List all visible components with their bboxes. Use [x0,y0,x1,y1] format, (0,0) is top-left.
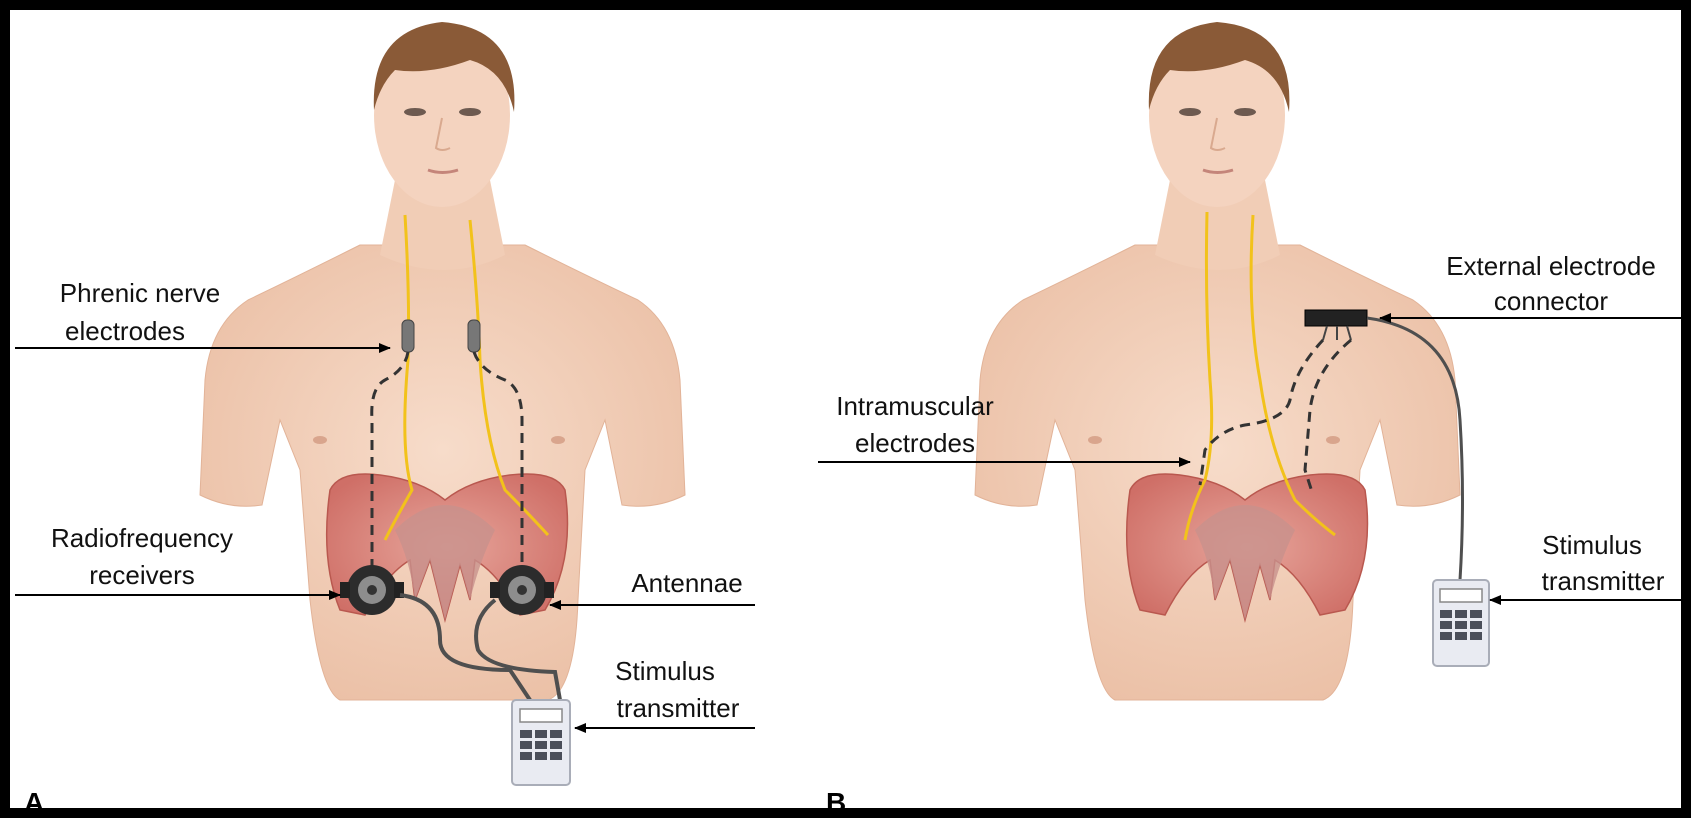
label-stimulus-line1-a: Stimulus [615,656,715,686]
panel-a: Phrenic nerve electrodes Radiofrequency … [15,22,755,818]
panel-label-b: B [826,787,846,818]
nipple-left-a [313,436,327,444]
label-external-electrode-line2: connector [1494,286,1609,316]
label-external-electrode-line1: External electrode [1446,251,1656,281]
eye-left-b [1179,108,1201,116]
nipple-right-a [551,436,565,444]
label-intramuscular-line2: electrodes [855,428,975,458]
torso-b [975,245,1460,700]
label-intramuscular-line1: Intramuscular [836,391,994,421]
stimulus-transmitter-device-b [1433,580,1489,666]
label-radiofrequency-line1: Radiofrequency [51,523,233,553]
label-antennae: Antennae [631,568,742,598]
eye-left-a [404,108,426,116]
label-phrenic-nerve-line2: electrodes [65,316,185,346]
external-electrode-connector [1305,310,1367,326]
panel-label-a: A [24,787,44,818]
label-stimulus-line2-a: transmitter [617,693,740,723]
label-phrenic-nerve-line1: Phrenic nerve [60,278,220,308]
panel-b [975,22,1489,700]
eye-right-b [1234,108,1256,116]
nipple-left-b [1088,436,1102,444]
phrenic-electrode-right-a [468,320,480,352]
eye-right-a [459,108,481,116]
torso-a [200,245,685,700]
stimulus-transmitter-device-a [512,700,570,785]
label-stimulus-line1-b: Stimulus [1542,530,1642,560]
phrenic-electrode-left-a [402,320,414,352]
nipple-right-b [1326,436,1340,444]
label-stimulus-line2-b: transmitter [1542,566,1665,596]
label-radiofrequency-line2: receivers [89,560,194,590]
